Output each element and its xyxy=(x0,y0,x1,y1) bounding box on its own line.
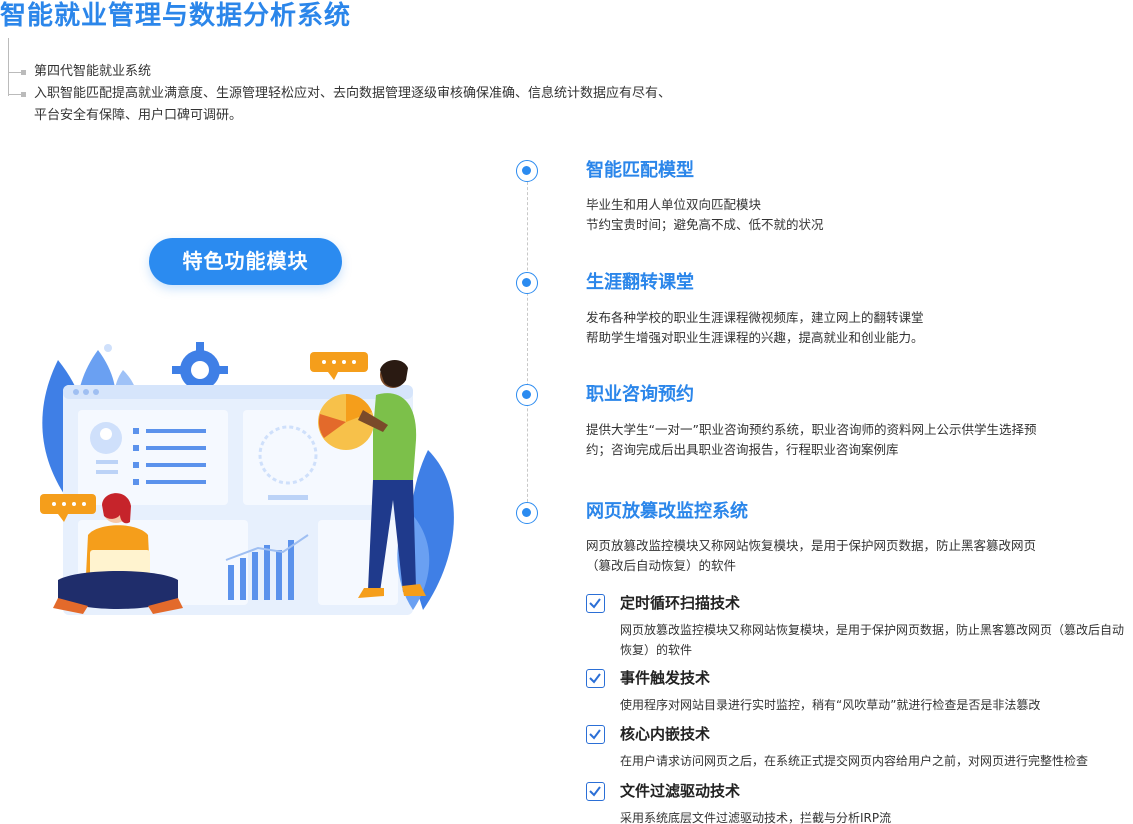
timeline-dot xyxy=(516,502,538,524)
subfeature-desc: 在用户请求访问网页之后，在系统正式提交网页内容给用户之前，对网页进行完整性检查 xyxy=(620,751,1133,771)
section-desc-line: 帮助学生增强对职业生涯课程的兴趣，提高就业和创业能力。 xyxy=(586,330,924,345)
checkbox-icon[interactable] xyxy=(586,594,605,613)
section-desc: 发布各种学校的职业生涯课程微视频库，建立网上的翻转课堂 帮助学生增强对职业生涯课… xyxy=(586,308,1076,348)
section-title: 智能匹配模型 xyxy=(586,160,694,181)
intro-connector xyxy=(8,38,9,96)
timeline-dot xyxy=(516,272,538,294)
section-desc: 网页放篡改监控模块又称网站恢复模块，是用于保护网页数据，防止黑客篡改网页 （篡改… xyxy=(586,536,1076,576)
subfeature-desc: 网页放篡改监控模块又称网站恢复模块，是用于保护网页数据，防止黑客篡改网页（篡改后… xyxy=(620,620,1133,660)
checkbox-icon[interactable] xyxy=(586,669,605,688)
section-desc-line: 毕业生和用人单位双向匹配模块 xyxy=(586,197,762,212)
subfeature-desc-line: 恢复）的软件 xyxy=(620,643,693,657)
subfeature-title: 定时循环扫描技术 xyxy=(620,594,741,612)
subfeature-title: 事件触发技术 xyxy=(620,669,711,687)
section-desc-line: 约；咨询完成后出具职业咨询报告，行程职业咨询案例库 xyxy=(586,442,899,457)
section-desc: 毕业生和用人单位双向匹配模块 节约宝贵时间；避免高不成、低不就的状况 xyxy=(586,195,1076,235)
bar-graphic xyxy=(228,540,294,600)
section-desc-line: （篡改后自动恢复）的软件 xyxy=(586,558,737,573)
section-desc-line: 发布各种学校的职业生涯课程微视频库，建立网上的翻转课堂 xyxy=(586,310,924,325)
checkbox-icon[interactable] xyxy=(586,782,605,801)
subfeature-title: 核心内嵌技术 xyxy=(620,725,711,743)
intro-item: 入职智能匹配提高就业满意度、生源管理轻松应对、去向数据管理逐级审核确保准确、信息… xyxy=(8,83,748,127)
subfeature-desc-line: 在用户请求访问网页之后，在系统正式提交网页内容给用户之前，对网页进行完整性检查 xyxy=(620,754,1089,768)
man-figure xyxy=(318,359,426,598)
subfeature-title: 文件过滤驱动技术 xyxy=(620,782,741,800)
section-title: 网页放篡改监控系统 xyxy=(586,501,748,522)
checklist xyxy=(133,428,206,485)
intro-item: 第四代智能就业系统 xyxy=(8,61,748,83)
subfeature-desc: 使用程序对网站目录进行实时监控，稍有“风吹草动”就进行检查是否是非法篡改 xyxy=(620,695,1133,715)
decor-dot xyxy=(104,344,112,352)
section-desc: 提供大学生“一对一”职业咨询预约系统，职业咨询师的资料网上公示供学生选择预 约；… xyxy=(586,420,1076,460)
intro-text: 入职智能匹配提高就业满意度、生源管理轻松应对、去向数据管理逐级审核确保准确、信息… xyxy=(34,86,672,101)
illustration-art xyxy=(40,342,454,615)
subfeature-desc-line: 采用系统底层文件过滤驱动技术，拦截与分析IRP流 xyxy=(620,811,892,824)
browser-bar xyxy=(63,385,413,399)
connector-tick xyxy=(8,70,26,75)
timeline-line xyxy=(527,172,528,517)
subfeature-desc-line: 网页放篡改监控模块又称网站恢复模块，是用于保护网页数据，防止黑客篡改网页（篡改后… xyxy=(620,623,1125,637)
timeline-dot xyxy=(516,160,538,182)
section-title: 生涯翻转课堂 xyxy=(586,272,694,293)
gear-icon xyxy=(172,342,228,398)
timeline-dot xyxy=(516,384,538,406)
speech-bubble xyxy=(310,352,368,372)
illustration xyxy=(28,330,468,630)
section-desc-line: 节约宝贵时间；避免高不成、低不就的状况 xyxy=(586,217,824,232)
intro-text: 平台安全有保障、用户口碑可调研。 xyxy=(34,108,243,123)
subfeature-desc: 采用系统底层文件过滤驱动技术，拦截与分析IRP流 xyxy=(620,808,1133,824)
woman-figure xyxy=(53,493,183,614)
checkbox-icon[interactable] xyxy=(586,725,605,744)
section-desc-line: 网页放篡改监控模块又称网站恢复模块，是用于保护网页数据，防止黑客篡改网页 xyxy=(586,538,1037,553)
speech-bubble xyxy=(40,494,96,514)
subfeature-desc-line: 使用程序对网站目录进行实时监控，稍有“风吹草动”就进行检查是否是非法篡改 xyxy=(620,698,1041,712)
page-title: 智能就业管理与数据分析系统 xyxy=(0,1,352,31)
section-desc-line: 提供大学生“一对一”职业咨询预约系统，职业咨询师的资料网上公示供学生选择预 xyxy=(586,422,1037,437)
section-title: 职业咨询预约 xyxy=(586,384,694,405)
intro-text: 第四代智能就业系统 xyxy=(34,64,152,79)
feature-module-button[interactable]: 特色功能模块 xyxy=(149,238,342,285)
connector-tick xyxy=(8,92,26,97)
